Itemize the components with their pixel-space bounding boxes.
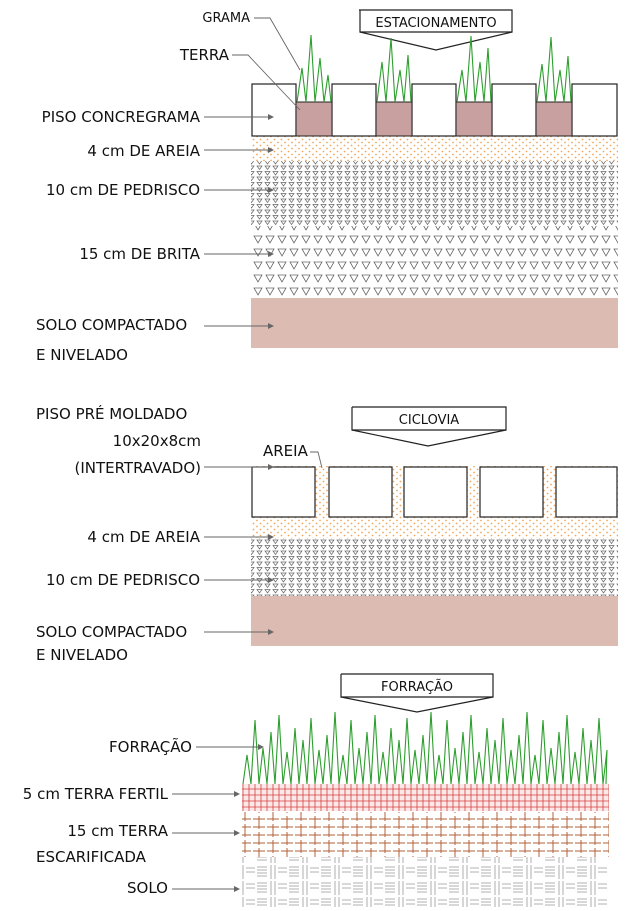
- label-solo-forracao: SOLO: [127, 879, 168, 897]
- layer-terra-escarificada: [242, 812, 609, 857]
- label-grama: GRAMA: [202, 11, 250, 26]
- title-ciclovia: CICLOVIA: [399, 413, 459, 428]
- concregrama-blocks: [251, 83, 618, 137]
- label-terra-fertil: 5 cm TERRA FERTIL: [23, 785, 169, 803]
- label-forracao: FORRAÇÃO: [109, 737, 192, 756]
- section-ciclovia: CICLOVIA PISO PRÉ MOLDADO 10x20x8cm: [36, 404, 618, 664]
- label-solo-ciclovia-l2: E NIVELADO: [36, 646, 128, 664]
- title-forracao: FORRAÇÃO: [381, 679, 453, 695]
- grass-tufts: [296, 34, 572, 103]
- leaders-ciclovia: [204, 451, 323, 633]
- title-estacionamento: ESTACIONAMENTO: [375, 16, 496, 31]
- forracao-grass: [242, 711, 608, 785]
- label-areia-joint: AREIA: [263, 442, 309, 460]
- layer-brita: [251, 226, 618, 298]
- leaders-estacionamento: [204, 17, 301, 327]
- section-estacionamento: ESTACIONAMENTO: [36, 9, 618, 364]
- layer-solo-compactado: [251, 298, 618, 348]
- label-terra: TERRA: [179, 46, 230, 64]
- terra-cells: [295, 101, 573, 137]
- label-solo-l2: E NIVELADO: [36, 346, 128, 364]
- layer-areia: [251, 136, 618, 161]
- label-pedrisco: 10 cm DE PEDRISCO: [46, 181, 200, 199]
- label-terra-escarificada-l2: ESCARIFICADA: [36, 848, 147, 866]
- title-box-ciclovia: CICLOVIA: [351, 406, 507, 447]
- intertravado-blocks: [251, 466, 618, 518]
- layer-terra-fertil: [242, 784, 609, 811]
- label-pedrisco-ciclovia: 10 cm DE PEDRISCO: [46, 571, 200, 589]
- label-brita: 15 cm DE BRITA: [79, 245, 200, 263]
- label-terra-escarificada-l1: 15 cm TERRA: [67, 822, 168, 840]
- label-piso-concregrama: PISO CONCREGRAMA: [42, 108, 201, 126]
- label-piso-dim: 10x20x8cm: [113, 432, 201, 450]
- label-solo-ciclovia-l1: SOLO COMPACTADO: [36, 623, 187, 641]
- label-solo-l1: SOLO COMPACTADO: [36, 316, 187, 334]
- title-box-forracao: FORRAÇÃO: [340, 673, 494, 713]
- arrowheads-ciclovia: [268, 464, 274, 635]
- section-forracao: FORRAÇÃO FORRAÇÃO 5 cm TERRA FERTIL 15 c…: [23, 673, 609, 907]
- label-areia: 4 cm DE AREIA: [87, 142, 200, 160]
- layer-pedrisco-ciclovia: [251, 538, 618, 596]
- label-piso-intertravado: (INTERTRAVADO): [74, 459, 201, 477]
- title-box-estacionamento: ESTACIONAMENTO: [359, 9, 513, 51]
- leaders-forracao: [172, 746, 258, 890]
- label-piso-pre-moldado: PISO PRÉ MOLDADO: [36, 404, 187, 423]
- layer-solo-forracao: [242, 857, 609, 907]
- arrowheads-forracao: [234, 744, 264, 892]
- arrowheads-estacionamento: [268, 114, 274, 329]
- label-areia-ciclovia: 4 cm DE AREIA: [87, 528, 200, 546]
- layer-solo-compactado-ciclovia: [251, 596, 618, 646]
- layer-pedrisco: [251, 161, 618, 226]
